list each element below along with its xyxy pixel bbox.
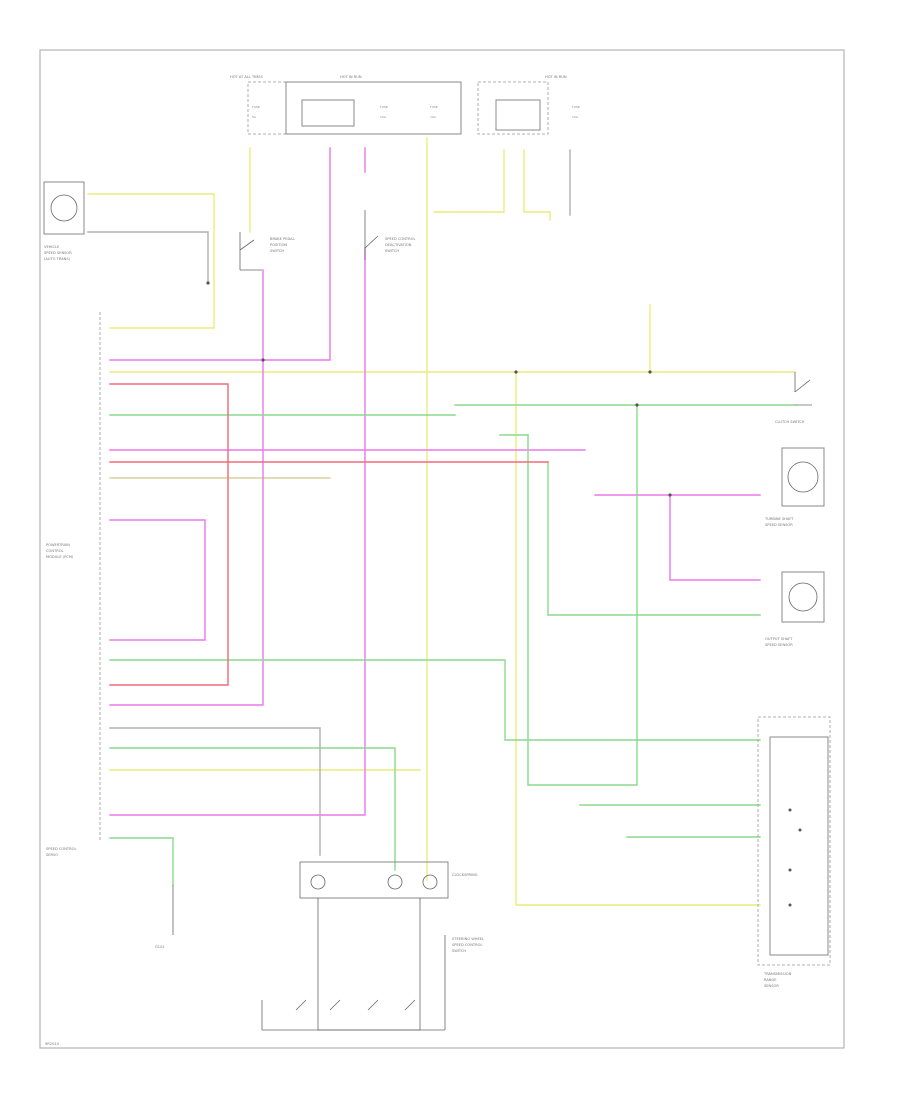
clutch-switch: CLUTCH SWITCH	[775, 372, 812, 424]
svg-text:SPEED CONTROL: SPEED CONTROL	[46, 847, 76, 851]
svg-text:STEERING WHEEL: STEERING WHEEL	[452, 937, 484, 941]
clockspring-label: CLOCKSPRING	[452, 873, 478, 877]
svg-text:CONTROL: CONTROL	[46, 549, 64, 553]
fuse-box-hot-at-all-times: HOT AT ALL TIMES FUSE 5A	[230, 75, 287, 135]
svg-text:SERVO: SERVO	[46, 853, 58, 857]
ground-label: G101	[155, 945, 165, 949]
svg-text:BRAKE PEDAL: BRAKE PEDAL	[270, 237, 295, 241]
svg-text:OUTPUT SHAFT: OUTPUT SHAFT	[765, 637, 793, 641]
steering-wheel-speed-control-switch: STEERING WHEEL SPEED CONTROL SWITCH	[261, 898, 484, 1031]
speed-control-deactivation-switch: SPEED CONTROL DEACTIVATION SWITCH	[364, 210, 415, 260]
svg-text:FUSE: FUSE	[252, 105, 260, 109]
svg-text:RANGE: RANGE	[764, 978, 777, 982]
svg-text:FUSE: FUSE	[380, 105, 388, 109]
svg-text:SENSOR: SENSOR	[764, 984, 779, 988]
svg-text:FUSE: FUSE	[430, 105, 438, 109]
fuse-box-1-title: HOT AT ALL TIMES	[230, 75, 264, 79]
svg-text:SPEED CONTROL: SPEED CONTROL	[452, 943, 482, 947]
svg-text:SPEED CONTROL: SPEED CONTROL	[385, 237, 415, 241]
svg-text:SWITCH: SWITCH	[452, 949, 466, 953]
svg-text:MODULE (PCM): MODULE (PCM)	[46, 555, 74, 559]
svg-text:SWITCH: SWITCH	[270, 249, 284, 253]
brake-pedal-position-switch: BRAKE PEDAL POSITION SWITCH	[239, 232, 295, 271]
vehicle-speed-sensor: VEHICLE SPEED SENSOR (AUTO TRANS)	[43, 181, 85, 261]
ground-g101: G101	[155, 885, 174, 949]
svg-text:DEACTIVATION: DEACTIVATION	[385, 243, 412, 247]
footer-code: 9R2014	[45, 1042, 60, 1046]
svg-text:SWITCH: SWITCH	[385, 249, 399, 253]
svg-text:TURBINE SHAFT: TURBINE SHAFT	[764, 517, 794, 521]
clutch-switch-label: CLUTCH SWITCH	[775, 420, 805, 424]
svg-text:(AUTO TRANS): (AUTO TRANS)	[44, 257, 71, 261]
svg-text:TRANSMISSION: TRANSMISSION	[763, 972, 792, 976]
svg-text:15A: 15A	[380, 115, 387, 119]
diagram-frame	[39, 49, 845, 1049]
transmission-range-sensor: TRANSMISSION RANGE SENSOR	[757, 716, 831, 988]
clockspring: CLOCKSPRING	[299, 861, 478, 899]
svg-text:SPEED SENSOR: SPEED SENSOR	[44, 251, 72, 255]
fuse-box-3-title: HOT IN RUN	[545, 75, 567, 79]
svg-text:POSITION: POSITION	[270, 243, 287, 247]
fuse-box-hot-in-run-2: HOT IN RUN FUSE 15A	[477, 75, 580, 135]
fuse-box-hot-in-run-1: HOT IN RUN FUSE 15A FUSE 10A	[285, 75, 462, 135]
powertrain-control-module: POWERTRAIN CONTROL MODULE (PCM) SPEED CO…	[46, 312, 101, 857]
svg-text:SPEED SENSOR: SPEED SENSOR	[765, 643, 793, 647]
svg-text:5A: 5A	[252, 115, 257, 119]
output-shaft-speed-sensor: OUTPUT SHAFT SPEED SENSOR	[765, 571, 825, 647]
turbine-shaft-speed-sensor: TURBINE SHAFT SPEED SENSOR	[764, 447, 825, 527]
svg-text:FUSE: FUSE	[572, 105, 580, 109]
svg-text:POWERTRAIN: POWERTRAIN	[46, 543, 70, 547]
svg-text:VEHICLE: VEHICLE	[44, 245, 60, 249]
fuse-box-2-title: HOT IN RUN	[340, 75, 362, 79]
svg-text:15A: 15A	[572, 115, 579, 119]
svg-text:SPEED SENSOR: SPEED SENSOR	[765, 523, 793, 527]
svg-text:10A: 10A	[430, 115, 437, 119]
